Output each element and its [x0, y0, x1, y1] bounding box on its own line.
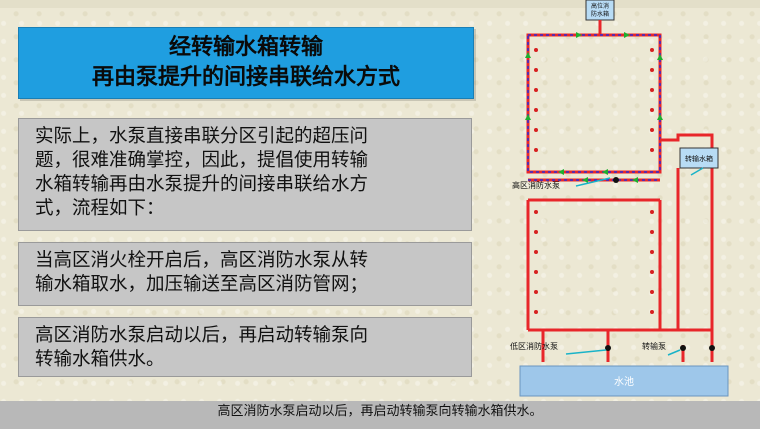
- step-2-line: 转输水箱供水。: [35, 349, 165, 370]
- explanation-line: 式，流程如下：: [35, 198, 165, 219]
- explanation-line: 水箱转输再由水泵提升的间接串联给水方: [35, 174, 369, 195]
- high-zone-pump-label: 高区消防水泵: [512, 180, 560, 190]
- roof-tank-label: 高位消: [591, 2, 609, 10]
- explanation-line: 实际上，水泵直接串联分区引起的超压问: [35, 126, 369, 147]
- high-zone-pump-icon: [613, 177, 619, 183]
- low-zone-pump-label: 低区消防水泵: [510, 341, 558, 351]
- top-watermark-strip: [0, 0, 760, 8]
- water-pool: [519, 365, 729, 397]
- transfer-tank: [679, 147, 719, 169]
- slide-title-line-1: 经转输水箱转输: [168, 35, 323, 60]
- explanation-line: 题，很难准确掌控，因此，提倡使用转输: [35, 150, 369, 171]
- low-zone-pipe-network: [526, 198, 715, 362]
- transfer-pump-label: 转输泵: [642, 341, 666, 351]
- step-2-box: 高区消防水泵启动以后，再启动转输泵向 转输水箱供水。: [18, 317, 472, 377]
- roof-tank-label: 防水箱: [591, 10, 609, 18]
- high-zone-pipe-network: [525, 20, 663, 183]
- slide-title-line-2: 再由泵提升的间接串联给水方式: [91, 65, 400, 90]
- water-pool-label: 水池: [614, 375, 634, 388]
- step-1-line: 输水箱取水，加压输送至高区消防管网；: [35, 274, 369, 295]
- explanation-box: 实际上，水泵直接串联分区引起的超压问 题，很难准确掌控，因此，提倡使用转输 水箱…: [18, 118, 472, 231]
- step-2-line: 高区消防水泵启动以后，再启动转输泵向: [35, 325, 369, 346]
- slide-title: 经转输水箱转输 再由泵提升的间接串联给水方式: [18, 27, 474, 99]
- step-1-box: 当高区消火栓开启后，高区消防水泵从转 输水箱取水，加压输送至高区消防管网；: [18, 242, 472, 306]
- step-1-line: 当高区消火栓开启后，高区消防水泵从转: [35, 250, 369, 271]
- transfer-tank-label: 转输水箱: [685, 154, 713, 163]
- fire-water-system-diagram: 高位消 防水箱 转输水箱 高区消防水泵: [510, 0, 729, 397]
- subtitle-caption: 高区消防水泵启动以后，再启动转输泵向转输水箱供水。: [0, 401, 760, 429]
